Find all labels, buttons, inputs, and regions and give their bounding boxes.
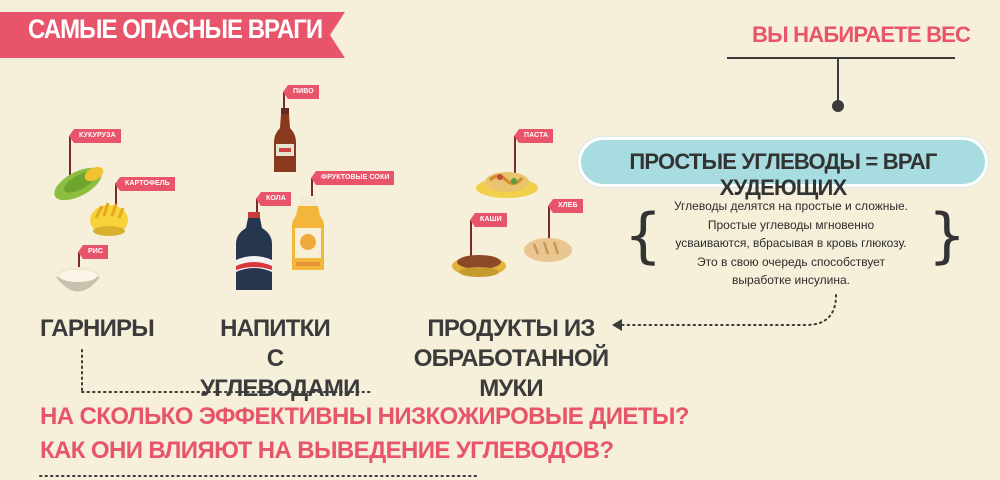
flag-kashi: КАШИ (470, 213, 507, 227)
flag-pole (78, 252, 80, 280)
group-label-line: ГАРНИРЫ (40, 315, 155, 342)
corn-icon (54, 166, 104, 201)
flag-ris: РИС (77, 245, 109, 259)
group-label-muka: ПРОДУКТЫ ИЗ ОБРАБОТАННОЙ МУКИ (404, 314, 618, 404)
flag-kola: КОЛА (256, 192, 291, 206)
arrow-left-icon (612, 319, 622, 331)
weight-title: ВЫ НАБИРАЕТЕ ВЕС (752, 22, 971, 47)
explain-line-3: усваиваются, вбрасывая в кровь глюкозу. (675, 236, 907, 250)
beer-bottle-icon (274, 108, 296, 172)
group-label-line: ПРОДУКТЫ ИЗ (427, 315, 595, 342)
group-label-line: ОБРАБОТАННОЙ МУКИ (413, 345, 609, 402)
explain-line-4: Это в свою очередь способствует (697, 254, 885, 269)
connector-right (621, 294, 837, 326)
flag-pole (470, 220, 472, 260)
flag-pole (283, 92, 285, 114)
ribbon-title: САМЫЕ ОПАСНЫЕ ВРАГИ (28, 14, 323, 45)
explanation-text: Углеводы делятся на простые и сложные. П… (652, 197, 930, 290)
group-label-napitki: НАПИТКИ С УГЛЕВОДАМИ (200, 314, 360, 404)
flag-pasta: ПАСТА (513, 129, 554, 143)
pasta-plate-icon (476, 172, 538, 198)
section-ribbon: САМЫЕ ОПАСНЫЕ ВРАГИ (0, 8, 350, 58)
left-brace-icon: { (624, 201, 663, 271)
flag-pole (115, 183, 117, 218)
flag-soki: ФРУКТОВЫЕ СОКИ (310, 171, 395, 185)
flag-pole (256, 198, 258, 220)
flag-kartofel: КАРТОФЕЛЬ (115, 177, 175, 191)
cola-bottle-icon (236, 212, 272, 290)
flag-kukuruza: КУКУРУЗА (69, 129, 121, 143)
carbs-pill-text: ПРОСТЫЕ УГЛЕВОДЫ = ВРАГ ХУДЕЮЩИХ (629, 149, 937, 200)
explain-line-1: Углеводы делятся на простые и сложные. (673, 199, 909, 213)
question-line-1: НА СКОЛЬКО ЭФФЕКТИВНЫ НИЗКОЖИРОВЫЕ ДИЕТЫ… (40, 403, 689, 430)
porridge-bowl-icon (452, 255, 506, 277)
weight-stem (837, 58, 839, 106)
group-label-line: НАПИТКИ (220, 315, 331, 342)
rice-bowl-icon (56, 267, 100, 292)
flag-hleb: ХЛЕБ (548, 199, 583, 213)
weight-dot (832, 100, 844, 112)
potato-icon (90, 202, 128, 236)
group-label-garniry: ГАРНИРЫ (40, 314, 155, 344)
juice-bottle-icon (292, 196, 324, 270)
question-line-2: КАК ОНИ ВЛИЯЮТ НА ВЫВЕДЕНИЕ УГЛЕВОДОВ? (40, 437, 614, 464)
flag-pole (69, 136, 71, 176)
carbs-pill: ПРОСТЫЕ УГЛЕВОДЫ = ВРАГ ХУДЕЮЩИХ (578, 137, 988, 200)
weight-underline (727, 57, 955, 59)
explain-line-5: выработке инсулина. (732, 273, 850, 287)
flag-pole (311, 178, 313, 202)
right-brace-icon: } (928, 201, 967, 271)
bread-icon (524, 238, 572, 262)
explain-line-2: Простые углеводы мгновенно (707, 217, 875, 232)
flag-pole (514, 136, 516, 176)
flag-pole (548, 206, 550, 242)
group-label-line: С УГЛЕВОДАМИ (200, 345, 360, 402)
flag-pivo: ПИВО (283, 85, 319, 99)
